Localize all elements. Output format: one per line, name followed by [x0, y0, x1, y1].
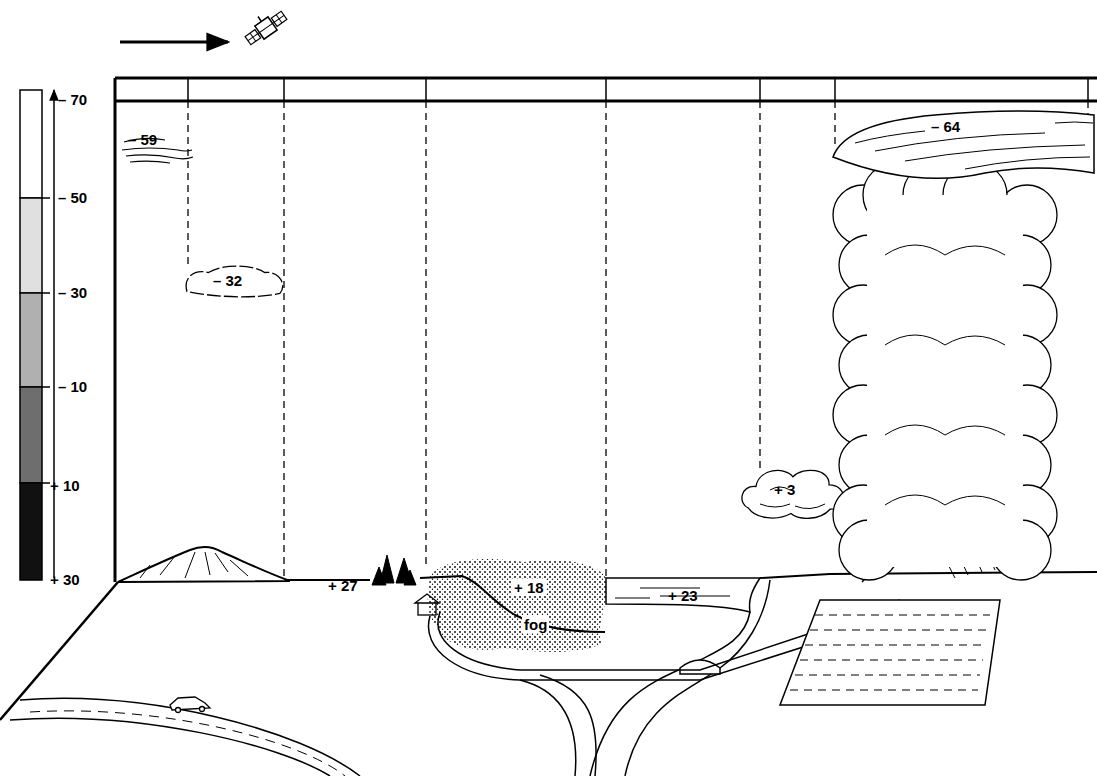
node-shape	[424, 556, 609, 656]
ground-plane	[760, 572, 1097, 578]
temperature-scale	[53, 90, 55, 578]
cloud-detail	[885, 245, 1005, 255]
satellite-symbol	[271, 11, 287, 26]
temperature-scale	[20, 90, 54, 580]
temperature-value: – 32	[213, 273, 242, 288]
cirrus-cloud	[130, 161, 170, 163]
temperature-scale	[42, 292, 50, 294]
satellite-symbol	[245, 30, 261, 45]
mountain	[118, 547, 290, 582]
view-frame	[114, 78, 117, 582]
scale-label: – 10	[58, 379, 87, 394]
node-shape	[815, 105, 1097, 575]
car	[170, 697, 210, 713]
anvil-top	[833, 111, 1094, 178]
temperature-scale	[20, 90, 42, 198]
field-of-view-line	[605, 101, 606, 578]
temperature-value: + 3	[774, 482, 795, 497]
road	[10, 718, 330, 776]
scale-label: + 30	[50, 572, 80, 587]
field-of-view-line	[834, 101, 835, 146]
motion-arrow	[120, 41, 228, 44]
cloud-detail	[885, 335, 1005, 345]
motion-arrow	[120, 42, 228, 43]
bridge	[680, 660, 720, 674]
road	[540, 675, 596, 776]
field-of-view-line	[425, 101, 426, 568]
view-frame	[759, 78, 761, 101]
trees	[404, 570, 416, 585]
lake	[606, 578, 760, 612]
thunderstorm-cloud	[833, 111, 1094, 580]
field	[780, 600, 1000, 705]
road	[520, 680, 576, 776]
cloud-detail	[885, 425, 1005, 435]
field-of-view-line	[759, 101, 760, 470]
temperature-value: – 59	[128, 132, 157, 147]
cloud-detail	[885, 495, 1005, 505]
car	[200, 707, 205, 712]
temperature-scale	[20, 387, 42, 483]
satellite-symbol	[258, 17, 261, 22]
temperature-value: + 18	[512, 579, 546, 596]
temperature-scale	[20, 198, 42, 293]
satellite-symbol	[240, 4, 289, 47]
cloud-node: + 18 fog	[424, 556, 609, 656]
temperature-value: + 23	[668, 588, 698, 603]
view-frame	[283, 78, 285, 101]
river	[590, 580, 770, 776]
temperature-scale	[20, 483, 42, 580]
trees	[372, 555, 416, 585]
road	[30, 711, 345, 776]
scale-label: – 70	[58, 92, 87, 107]
temperature-value: – 64	[931, 119, 960, 134]
river	[625, 580, 770, 776]
view-frame	[425, 78, 427, 101]
view-frame	[1087, 78, 1089, 101]
cirrus-cloud	[122, 148, 192, 151]
temperature-value: + 27	[328, 578, 358, 593]
mountain	[118, 547, 290, 582]
view-frame	[834, 78, 836, 101]
satellite-symbol	[276, 15, 282, 23]
bridge	[680, 660, 720, 674]
field-of-view-line	[283, 101, 284, 580]
view-frame	[605, 78, 607, 101]
view-frame	[115, 78, 1097, 582]
fog-patch	[428, 559, 607, 652]
temperature-value: fog	[522, 616, 549, 633]
cloud-fill	[867, 195, 1023, 567]
cloud-outline	[742, 470, 844, 518]
view-frame	[187, 78, 189, 101]
car	[176, 708, 181, 713]
satellite-symbol	[250, 33, 256, 41]
scale-label: – 30	[58, 285, 87, 300]
temperature-scale	[42, 386, 50, 388]
field	[790, 615, 990, 690]
mountain	[140, 552, 248, 578]
field-of-view-line	[187, 101, 188, 266]
cloud-node: + 3	[740, 466, 846, 520]
anvil-streak	[855, 122, 1093, 169]
cloud-node: – 64	[815, 105, 1097, 575]
lake	[606, 578, 760, 612]
scale-label: – 50	[58, 190, 87, 205]
cloud-node: – 32	[183, 263, 285, 301]
temperature-scale	[20, 293, 42, 387]
trees	[372, 567, 386, 585]
temperature-scale	[42, 197, 50, 199]
field	[780, 600, 1000, 705]
temperature-scale	[42, 482, 50, 484]
cloud-outline	[186, 266, 283, 297]
cirrus-cloud	[126, 155, 193, 159]
satellite-symbol	[248, 15, 284, 40]
river	[590, 612, 750, 776]
scale-label: + 10	[50, 478, 80, 493]
